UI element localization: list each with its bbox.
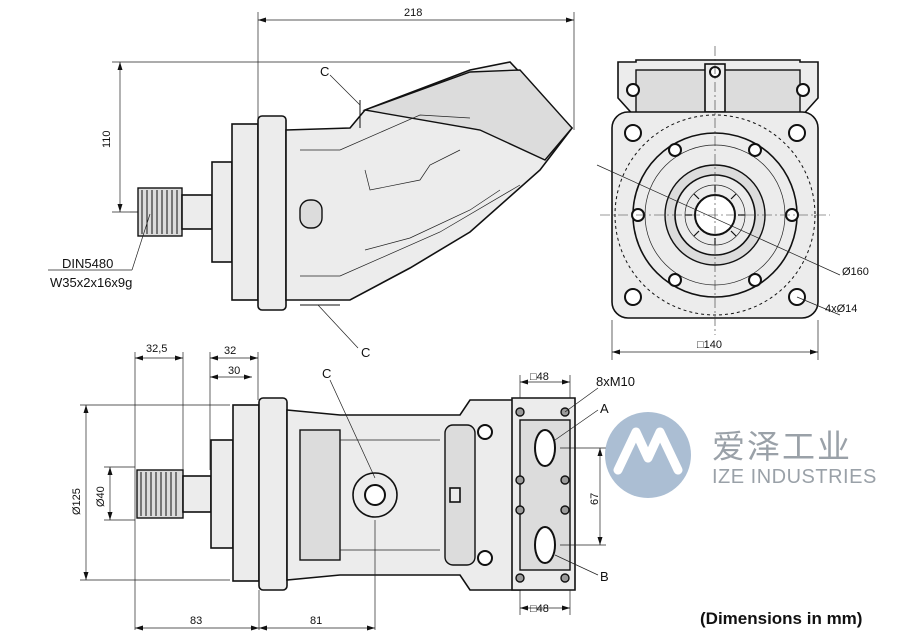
dim-mount-holes: 4xØ14 (825, 303, 857, 315)
side-view-bottom: 32,5 32 30 Ø125 Ø40 (71, 343, 635, 631)
label-c-top: C (320, 64, 329, 79)
dim-port-square-bottom: □48 (530, 603, 549, 615)
dim-110: 110 (101, 130, 113, 148)
label-port-a: A (600, 401, 609, 416)
dim-port-square-top: □48 (530, 371, 549, 383)
side-view-top: 218 110 C (48, 7, 575, 360)
label-c-bottom: C (361, 345, 370, 360)
dim-83: 83 (190, 615, 202, 627)
brand-name-en: IZE INDUSTRIES (712, 466, 877, 488)
dim-32: 32 (224, 345, 236, 357)
dim-port-spacing: 67 (589, 493, 601, 505)
dimensions-note: (Dimensions in mm) (700, 609, 863, 628)
spline-spec-label: W35x2x16x9g (50, 275, 132, 290)
dim-pilot-diameter: Ø125 (71, 488, 83, 515)
label-port-b: B (600, 569, 609, 584)
brand-name-cn: 爱泽工业 (712, 427, 852, 466)
dim-shaft-diameter: Ø40 (95, 486, 107, 507)
spline-standard-label: DIN5480 (62, 256, 113, 271)
label-port-threads: 8xM10 (596, 374, 635, 389)
label-c-lower-view: C (322, 366, 331, 381)
ize-logo-icon (605, 412, 691, 498)
dim-30: 30 (228, 365, 240, 377)
dim-81: 81 (310, 615, 322, 627)
dim-bolt-circle: Ø160 (842, 266, 869, 278)
end-view: Ø160 4xØ14 □140 (596, 46, 869, 360)
dim-218: 218 (404, 7, 422, 19)
dim-flange-square: □140 (697, 339, 722, 351)
dim-32-5: 32,5 (146, 343, 167, 355)
